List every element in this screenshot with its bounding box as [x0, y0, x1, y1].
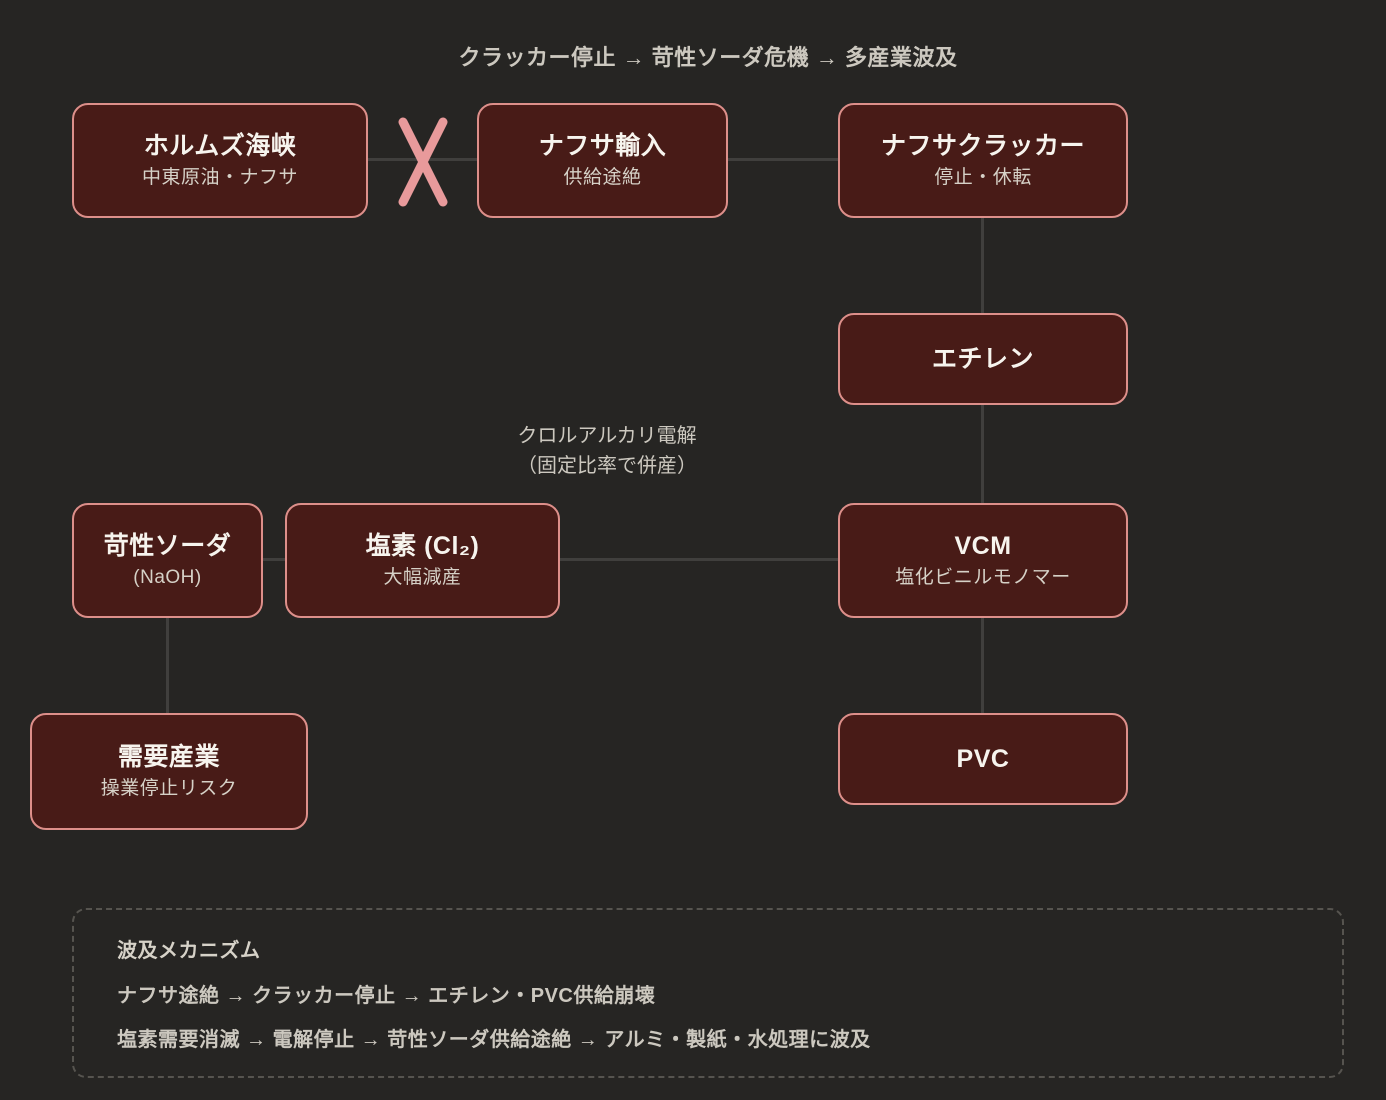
- node-ethylene: エチレン: [838, 313, 1128, 405]
- node-vcm-title: VCM: [954, 532, 1012, 561]
- node-pvc: PVC: [838, 713, 1128, 805]
- edge-ethylene-vcm: [981, 405, 984, 503]
- node-caustic-soda-title: 苛性ソーダ: [103, 532, 232, 561]
- node-chlorine-title: 塩素 (Cl₂): [365, 532, 480, 561]
- node-pvc-title: PVC: [956, 745, 1010, 773]
- node-hormuz-subtitle: 中東原油・ナフサ: [141, 167, 298, 189]
- node-hormuz-title: ホルムズ海峡: [143, 132, 297, 161]
- edge-naphtha-cracker: [728, 158, 838, 161]
- edge-vcm-pvc: [981, 618, 984, 713]
- node-naphtha-cracker-subtitle: 停止・休転: [934, 167, 1032, 189]
- node-naphtha-cracker-title: ナフサクラッカー: [880, 132, 1085, 161]
- chloralkali-label-line1: クロルアルカリ電解: [517, 425, 697, 447]
- node-caustic-soda: 苛性ソーダ (NaOH): [72, 503, 263, 618]
- node-ethylene-title: エチレン: [931, 345, 1034, 373]
- node-naphtha-import-subtitle: 供給途絶: [563, 167, 642, 189]
- node-vcm-subtitle: 塩化ビニルモノマー: [895, 567, 1071, 589]
- ripple-mechanism-panel: 波及メカニズム ナフサ途絶 → クラッカー停止 → エチレン・PVC供給崩壊 塩…: [72, 908, 1344, 1078]
- node-chlorine-subtitle: 大幅減産: [383, 567, 462, 589]
- chloralkali-electrolysis-label: クロルアルカリ電解 （固定比率で併産）: [478, 421, 736, 481]
- mechanism-panel-header: 波及メカニズム: [117, 940, 261, 962]
- node-chlorine: 塩素 (Cl₂) 大幅減産: [285, 503, 560, 618]
- node-naphtha-import: ナフサ輸入 供給途絶: [477, 103, 728, 218]
- blocked-x-icon: [398, 117, 448, 207]
- node-naphtha-import-title: ナフサ輸入: [538, 132, 667, 161]
- mechanism-line-2: 塩素需要消滅 → 電解停止 → 苛性ソーダ供給途絶 → アルミ・製紙・水処理に波…: [117, 1029, 871, 1051]
- edge-caustic-demand: [166, 618, 169, 713]
- node-demand-industries-title: 需要産業: [117, 743, 220, 772]
- node-hormuz-strait: ホルムズ海峡 中東原油・ナフサ: [72, 103, 368, 218]
- chloralkali-label-line2: （固定比率で併産）: [517, 455, 697, 477]
- node-vcm: VCM 塩化ビニルモノマー: [838, 503, 1128, 618]
- node-caustic-soda-subtitle: (NaOH): [133, 567, 202, 589]
- edge-caustic-chlorine: [263, 558, 285, 561]
- node-demand-industries-subtitle: 操業停止リスク: [100, 778, 238, 800]
- diagram-title: クラッカー停止 → 苛性ソーダ危機 → 多産業波及: [458, 45, 958, 70]
- node-demand-industries: 需要産業 操業停止リスク: [30, 713, 308, 830]
- node-naphtha-cracker: ナフサクラッカー 停止・休転: [838, 103, 1128, 218]
- edge-cracker-ethylene: [981, 218, 984, 313]
- edge-chlorine-vcm: [560, 558, 838, 561]
- mechanism-line-1: ナフサ途絶 → クラッカー停止 → エチレン・PVC供給崩壊: [117, 985, 656, 1007]
